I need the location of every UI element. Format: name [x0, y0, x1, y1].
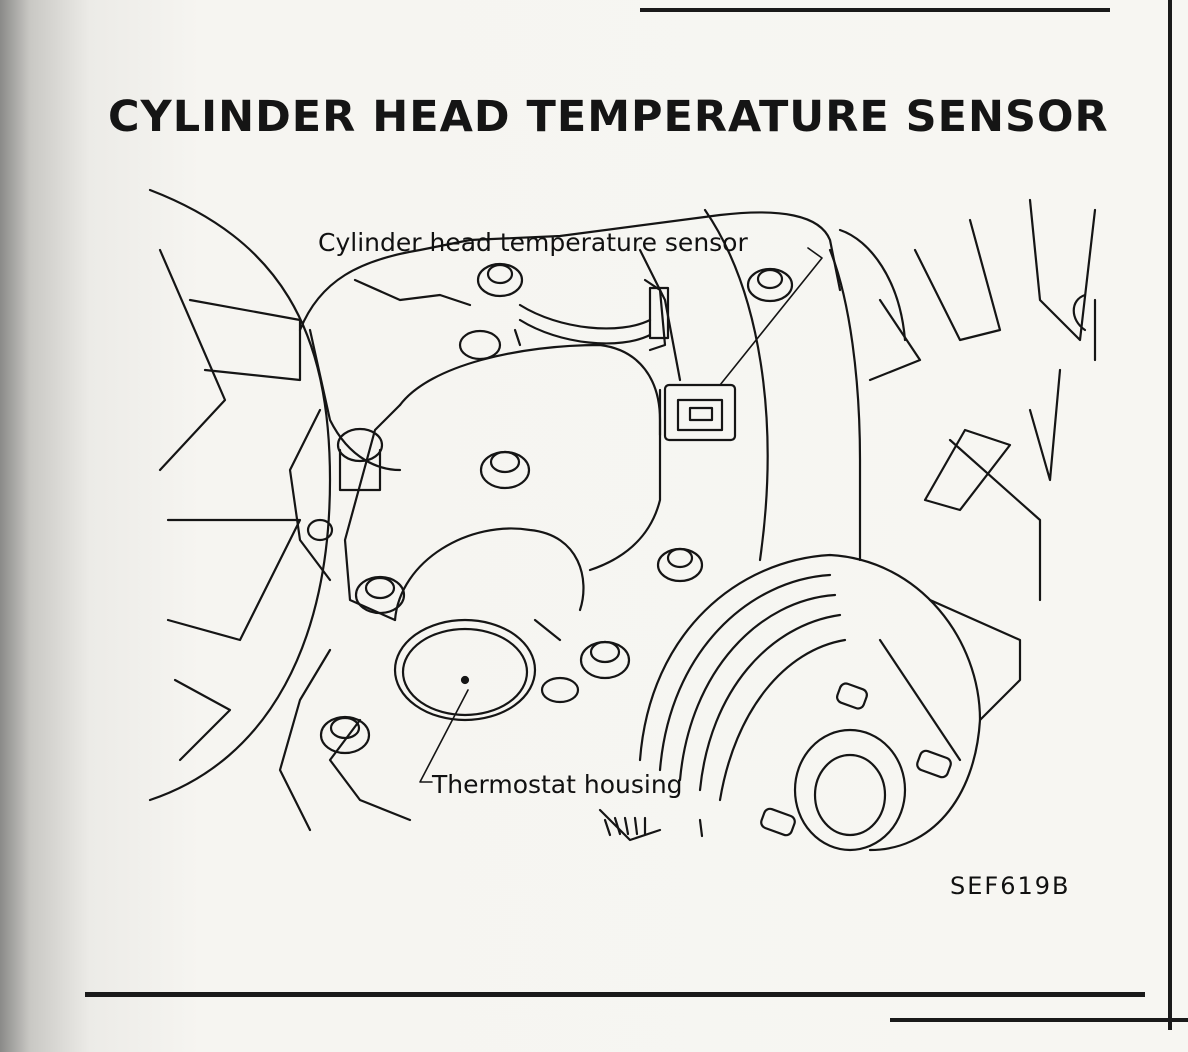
top-rule	[640, 8, 1110, 12]
sensor-callout-label: Cylinder head temperature sensor	[318, 228, 748, 257]
right-rule	[1168, 0, 1172, 1030]
crank-pulley-icon	[603, 553, 982, 852]
fan-shroud-icon	[148, 188, 332, 802]
fan-wheel-icon	[838, 198, 1097, 512]
hose-clamp-icon	[513, 278, 670, 352]
bottom-rule	[85, 992, 1145, 997]
engine-block-icon	[278, 208, 1042, 842]
leader-lines	[419, 247, 823, 783]
temperature-sensor-icon	[658, 383, 737, 442]
bolt-icon	[306, 262, 794, 542]
thermostat-callout-label: Thermostat housing	[432, 770, 683, 799]
page-title: CYLINDER HEAD TEMPERATURE SENSOR	[108, 92, 1109, 142]
thermostat-housing-icon	[319, 343, 704, 755]
figure-code: SEF619B	[950, 872, 1071, 900]
bottom-rule-secondary	[890, 1018, 1188, 1022]
